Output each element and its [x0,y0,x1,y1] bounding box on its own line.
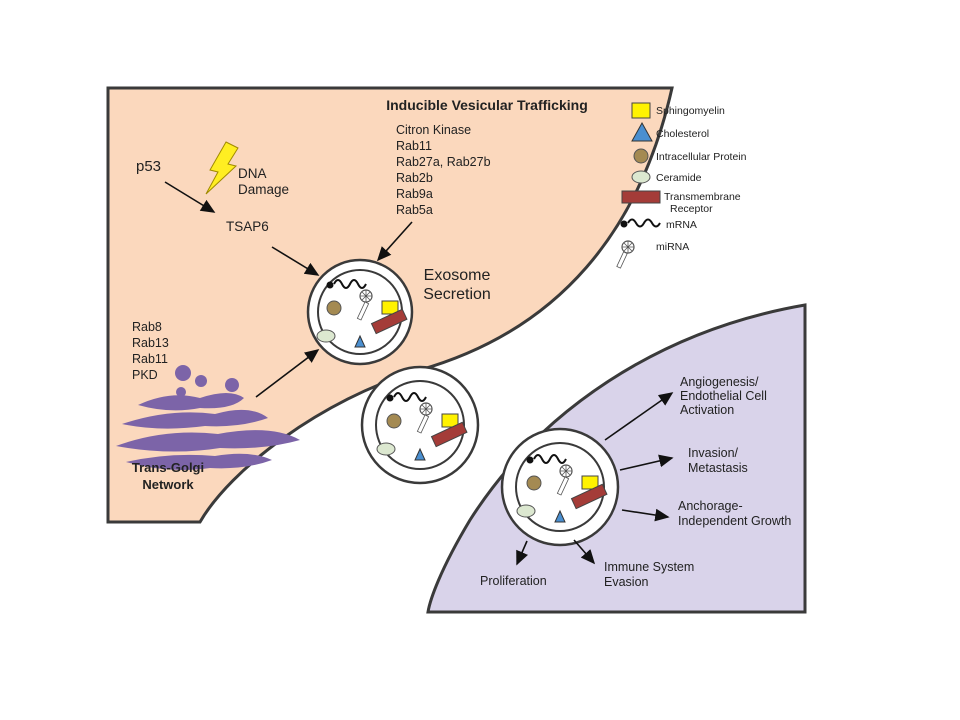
legend: Sphingomyelin Cholesterol Intracellular … [616,102,747,269]
svg-text:Endothelial Cell: Endothelial Cell [680,389,767,403]
exosome-donor [306,258,414,366]
arrow-proliferation [516,540,528,566]
dna-damage-line1: DNA [238,166,267,181]
legend-ceramide-icon [631,170,651,184]
trafficking-protein-list: Citron Kinase Rab11 Rab27a, Rab27b Rab2b… [396,123,491,217]
outcome-proliferation: Proliferation [480,574,547,588]
svg-text:Angiogenesis/: Angiogenesis/ [680,375,759,389]
p53-label: p53 [136,158,161,175]
svg-text:Citron Kinase: Citron Kinase [396,123,471,137]
arrow-angiogenesis [604,392,674,441]
svg-text:Invasion/: Invasion/ [688,446,739,460]
arrow-p53-tsap6 [164,181,216,213]
arrow-tsap6-exosome [271,246,320,276]
dna-damage-line2: Damage [238,182,289,197]
arrow-invasion [619,454,674,471]
exosome-secretion-line1: Exosome [424,267,491,284]
outcome-angiogenesis: Angiogenesis/ Endothelial Cell Activatio… [680,375,767,417]
arrow-immune [573,539,596,565]
golgi-network-icon [116,365,300,470]
arrow-trafficking-exosome [376,221,413,262]
legend-mirna-icon [616,240,635,269]
legend-receptor-icon [621,190,661,204]
svg-text:Rab5a: Rab5a [396,203,433,217]
exosome-secretion-line2: Secretion [423,286,491,303]
diagram-title: Inducible Vesicular Trafficking [386,97,588,113]
svg-text:Anchorage-: Anchorage- [678,499,743,513]
golgi-label-line2: Network [142,477,194,492]
legend-mrna-icon [620,218,661,228]
legend-receptor-label-2: Receptor [670,203,713,215]
svg-text:Rab27a, Rab27b: Rab27a, Rab27b [396,155,491,169]
svg-text:PKD: PKD [132,368,158,382]
arrow-golgi-exosome [255,349,320,398]
exosome-recipient [500,427,620,547]
svg-text:Rab13: Rab13 [132,336,169,350]
svg-text:Activation: Activation [680,403,734,417]
lightning-icon [205,141,239,195]
exosome-released [360,365,480,485]
svg-text:Rab2b: Rab2b [396,171,433,185]
legend-receptor-label-1: Transmembrane [664,191,741,203]
svg-text:Metastasis: Metastasis [688,461,748,475]
legend-cholesterol-label: Cholesterol [656,128,709,140]
outcome-anchorage: Anchorage- Independent Growth [678,499,791,528]
golgi-protein-list: Rab8 Rab13 Rab11 PKD [132,320,169,382]
svg-text:Evasion: Evasion [604,575,649,589]
svg-text:Rab8: Rab8 [132,320,162,334]
svg-text:Immune System: Immune System [604,560,694,574]
tsap6-label: TSAP6 [226,219,269,234]
arrow-anchorage [621,508,670,522]
svg-text:Rab9a: Rab9a [396,187,433,201]
legend-cholesterol-icon [631,121,653,142]
legend-mirna-label: miRNA [656,241,689,253]
legend-mrna-label: mRNA [666,219,697,231]
legend-protein-icon [633,148,649,164]
svg-text:Rab11: Rab11 [132,352,168,366]
legend-protein-label: Intracellular Protein [656,151,747,163]
legend-sphingomyelin-icon [631,102,651,119]
legend-sphingomyelin-label: Sphingomyelin [656,105,725,117]
svg-text:Rab11: Rab11 [396,139,432,153]
outcome-immune: Immune System Evasion [604,560,694,589]
outcome-invasion: Invasion/ Metastasis [688,446,748,475]
golgi-label-line1: Trans-Golgi [132,460,204,475]
legend-ceramide-label: Ceramide [656,172,702,184]
svg-text:Independent Growth: Independent Growth [678,514,791,528]
